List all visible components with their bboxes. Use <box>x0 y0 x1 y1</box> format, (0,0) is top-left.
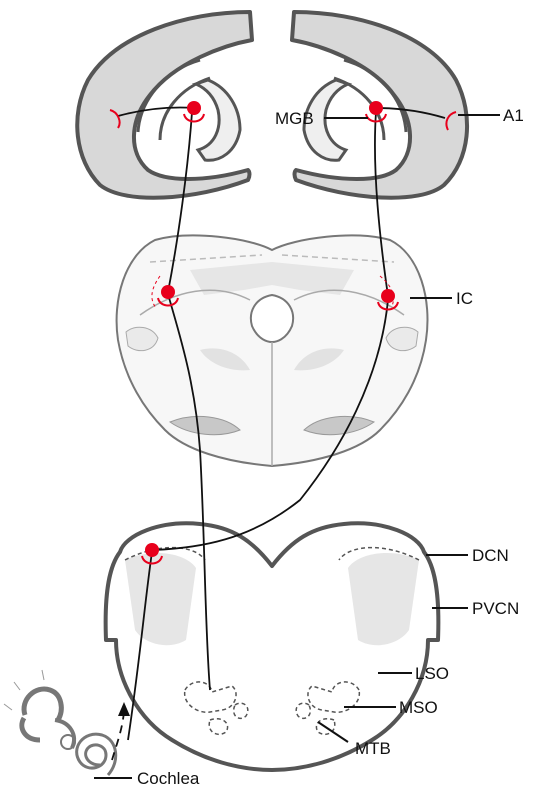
cortex-section <box>77 12 467 198</box>
neuron-marker-right-mgb <box>369 101 383 115</box>
label-mgb: MGB <box>275 109 314 128</box>
cochlea-up-arrowhead <box>118 702 130 716</box>
left-thalamus-lobe <box>196 80 240 160</box>
label-lso: LSO <box>415 664 449 683</box>
neuron-marker-left-ic <box>161 285 175 299</box>
cochlea-ray-2 <box>14 682 20 690</box>
label-pvcn: PVCN <box>472 599 519 618</box>
cochlea-ray-3 <box>42 670 44 680</box>
label-mtb: MTB <box>355 739 391 758</box>
cochlea-icon <box>4 670 116 775</box>
neuron-cup-left-mgb <box>184 114 204 122</box>
brainstem-section <box>106 523 439 770</box>
label-dcn: DCN <box>472 546 509 565</box>
cochlea-up-arrow-line <box>112 712 124 760</box>
label-a1: A1 <box>503 106 524 125</box>
midbrain-section <box>117 235 428 466</box>
label-ic: IC <box>456 289 473 308</box>
label-cochlea: Cochlea <box>137 769 200 788</box>
neuron-marker-left-dcn <box>145 543 159 557</box>
cochlea-canal-3 <box>55 720 74 748</box>
neuron-marker-left-mgb <box>187 101 201 115</box>
label-mso: MSO <box>399 698 438 717</box>
cochlea-canal-1 <box>24 689 61 720</box>
cochlea-spiral <box>77 734 116 775</box>
cochlea-ray-1 <box>4 704 12 710</box>
midbrain-aqueduct <box>251 295 293 342</box>
cochlea-canal-2 <box>22 718 40 740</box>
